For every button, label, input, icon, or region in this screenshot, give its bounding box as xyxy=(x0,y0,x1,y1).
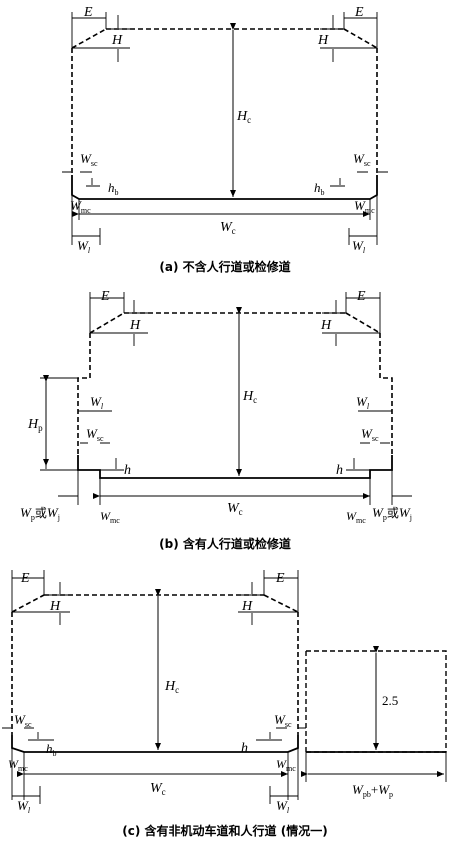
h-dim-left-c xyxy=(12,582,70,625)
label-wmc-right-a: Wmc xyxy=(354,198,375,215)
label-wsc-right-c: Wsc xyxy=(274,712,292,729)
label-wmc-right-b: Wmc xyxy=(346,509,366,525)
side-right-b xyxy=(379,333,393,455)
h-curb-dim-left-b xyxy=(100,458,124,471)
wmc-ext-a xyxy=(78,199,371,220)
caption-a: (a) 不含人行道或检修道 xyxy=(159,260,291,274)
label-h-curb-right-b: h xyxy=(336,463,343,478)
label-e-left-b: E xyxy=(100,289,110,304)
wl-dim-left-c xyxy=(12,786,41,804)
h-dim-right-c xyxy=(238,582,298,625)
label-hb-left-a: hb xyxy=(108,180,119,197)
h-dim-right-curb-c xyxy=(256,732,282,741)
caption-c: (c) 含有非机动车道和人行道 (情况一) xyxy=(122,824,328,838)
h-curb-dim-right-b xyxy=(346,458,370,471)
hb-dim-left-a xyxy=(82,178,100,200)
label-hc-a: Hc xyxy=(236,109,251,125)
roadway-floor-c xyxy=(11,735,299,753)
label-hb-right-a: hb xyxy=(314,180,325,197)
h-dim-left-a xyxy=(72,15,130,62)
label-h-right-b: H xyxy=(320,318,332,333)
label-h-left-b: H xyxy=(129,318,141,333)
label-wl-right-a: Wl xyxy=(352,238,366,255)
wl-dim-left-a xyxy=(71,195,101,245)
chamfer-right-c xyxy=(263,594,299,613)
h-dim-left-b xyxy=(90,300,148,346)
label-wpwj-right-b: Wp或Wj xyxy=(372,505,412,522)
label-e-right-c: E xyxy=(275,571,285,586)
e-dim-left-b xyxy=(89,292,125,333)
label-wsc-left-a: Wsc xyxy=(80,151,98,168)
label-wsc-right-a: Wsc xyxy=(353,151,371,168)
diagram-b-labels: E E H H Hc Hp Wl Wl Wsc Wsc h h Wc Wmc W… xyxy=(20,289,412,525)
roadway-floor-a xyxy=(71,175,378,200)
label-hc-b: Hc xyxy=(242,389,257,405)
label-wpb-wp-c: Wpb+Wp xyxy=(352,782,393,799)
chamfer-left-b xyxy=(89,312,125,334)
e-dim-right-a xyxy=(343,12,378,48)
label-wl-left-c: Wl xyxy=(17,798,31,815)
h-dim-right-b xyxy=(322,300,380,346)
hb-dim-left-c xyxy=(28,732,54,741)
label-e-left-c: E xyxy=(20,571,30,586)
label-wmc-right-c: Wmc xyxy=(276,757,296,773)
label-wc-c: Wc xyxy=(150,781,166,797)
diagram-c xyxy=(2,570,447,804)
diagram-a xyxy=(62,12,388,245)
label-hb-left-c: hb xyxy=(46,741,57,758)
label-2-5-c: 2.5 xyxy=(382,693,398,708)
h-dim-right-a xyxy=(320,15,377,62)
label-e-right-b: E xyxy=(356,289,366,304)
wc-dim-b xyxy=(77,470,393,505)
label-wmc-left-b: Wmc xyxy=(100,509,120,525)
label-wmc-left-c: Wmc xyxy=(8,757,28,773)
label-h-right-c: H xyxy=(241,599,253,614)
label-wsc-left-b: Wsc xyxy=(86,426,104,443)
diagram-b xyxy=(40,292,412,505)
label-h-left-a: H xyxy=(111,33,123,48)
label-wl-right-c: Wl xyxy=(276,798,290,815)
label-wc-a: Wc xyxy=(220,220,236,236)
chamfer-left-a xyxy=(71,28,107,49)
label-h-curb-left-b: h xyxy=(124,463,131,478)
clearance-outline-a xyxy=(71,28,378,175)
label-hp-b: Hp xyxy=(27,417,43,433)
label-h-left-c: H xyxy=(49,599,61,614)
label-wl-left-b: Wl xyxy=(90,394,104,411)
e-dim-left-a xyxy=(71,12,107,48)
label-hc-c: Hc xyxy=(164,679,179,695)
label-wmc-left-a: Wmc xyxy=(70,198,91,215)
label-h-curb-right-c: h xyxy=(241,741,248,756)
label-e-right-a: E xyxy=(354,5,364,20)
side-left-b xyxy=(77,333,91,455)
e-dim-right-b xyxy=(345,292,381,333)
label-wsc-left-c: Wsc xyxy=(14,712,32,729)
diagram-a-labels: E E H H Hc Wsc Wsc hb hb Wmc Wmc Wc Wl W… xyxy=(70,5,375,255)
label-wsc-right-b: Wsc xyxy=(361,426,379,443)
label-h-right-a: H xyxy=(317,33,329,48)
label-wl-left-a: Wl xyxy=(77,238,91,255)
e-dim-right-c xyxy=(263,570,299,612)
label-wl-right-b: Wl xyxy=(356,394,370,411)
chamfer-right-a xyxy=(343,28,378,49)
label-wc-b: Wc xyxy=(227,501,243,517)
hb-dim-right-a xyxy=(330,178,368,200)
chamfer-left-c xyxy=(11,594,45,613)
caption-b: (b) 含有人行道或检修道 xyxy=(159,537,291,551)
chamfer-right-b xyxy=(345,312,381,334)
label-e-left-a: E xyxy=(83,5,93,20)
e-dim-left-c xyxy=(11,570,45,612)
label-wpwj-left-b: Wp或Wj xyxy=(20,505,60,522)
wl-dim-right-c xyxy=(269,786,298,804)
diagram-c-labels: E E H H Hc 2.5 Wsc Wsc hb h Wmc Wmc Wc W… xyxy=(8,571,398,815)
wl-dim-right-a xyxy=(348,195,378,245)
roadway-floor-b xyxy=(77,455,393,479)
